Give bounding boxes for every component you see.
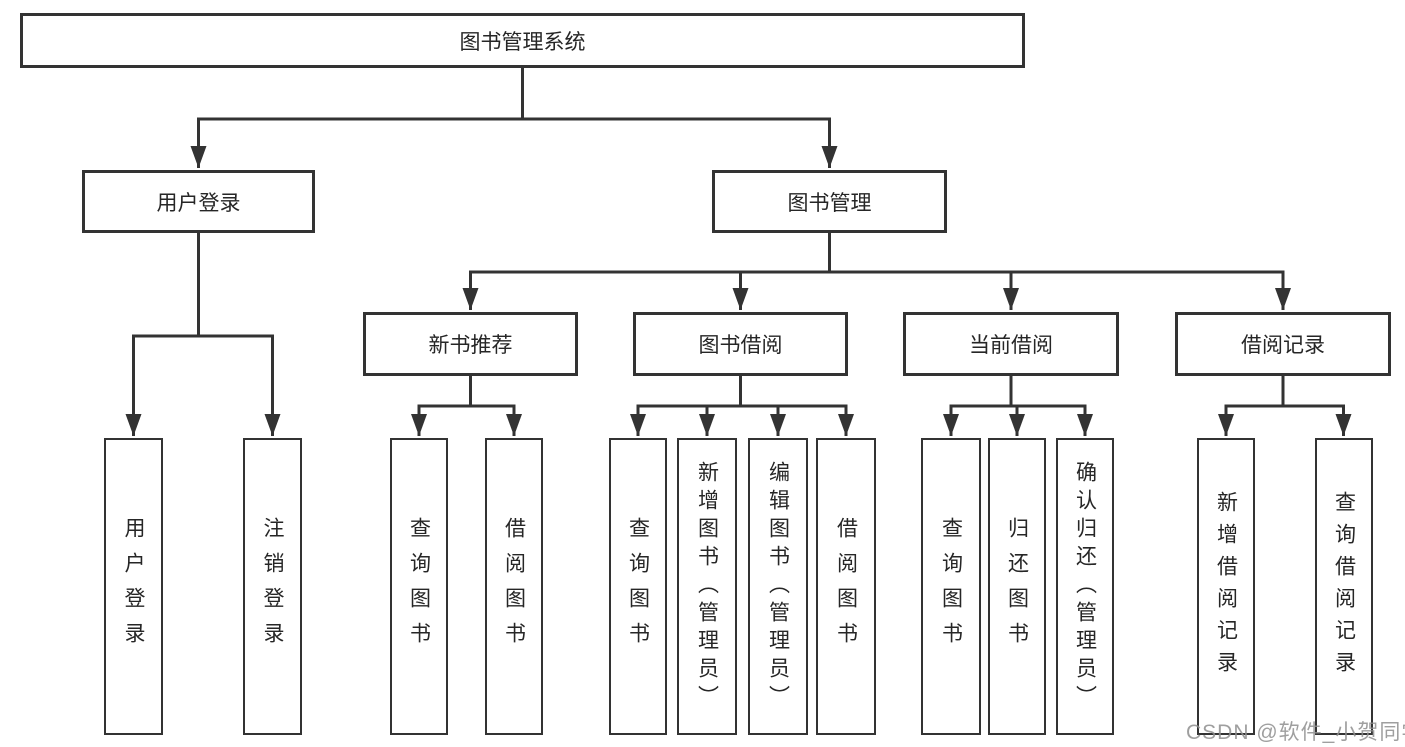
leaf-return-books: 归还图书 <box>988 438 1046 735</box>
leaf-query-books-borrow: 查询图书 <box>609 438 667 735</box>
leaf-user-login: 用户登录 <box>104 438 163 735</box>
node-book-borrowing: 图书借阅 <box>633 312 848 376</box>
node-new-book-recommendation: 新书推荐 <box>363 312 578 376</box>
leaf-query-borrow-record: 查询借阅记录 <box>1315 438 1373 735</box>
node-library-management-system: 图书管理系统 <box>20 13 1025 68</box>
leaf-add-books-admin: 新增图书（管理员） <box>677 438 737 735</box>
leaf-logout: 注销登录 <box>243 438 302 735</box>
node-borrowing-records: 借阅记录 <box>1175 312 1391 376</box>
node-user-login: 用户登录 <box>82 170 315 233</box>
leaf-query-books-recommend: 查询图书 <box>390 438 448 735</box>
csdn-watermark: CSDN @软件_小贺同学 <box>1186 721 1405 744</box>
leaf-confirm-return-admin: 确认归还（管理员） <box>1056 438 1114 735</box>
leaf-borrow-books-recommend: 借阅图书 <box>485 438 543 735</box>
leaf-query-books-current: 查询图书 <box>921 438 981 735</box>
leaf-edit-books-admin: 编辑图书（管理员） <box>748 438 808 735</box>
node-current-borrowing: 当前借阅 <box>903 312 1119 376</box>
node-book-management: 图书管理 <box>712 170 947 233</box>
leaf-borrow-books: 借阅图书 <box>816 438 876 735</box>
leaf-add-borrow-record: 新增借阅记录 <box>1197 438 1255 735</box>
